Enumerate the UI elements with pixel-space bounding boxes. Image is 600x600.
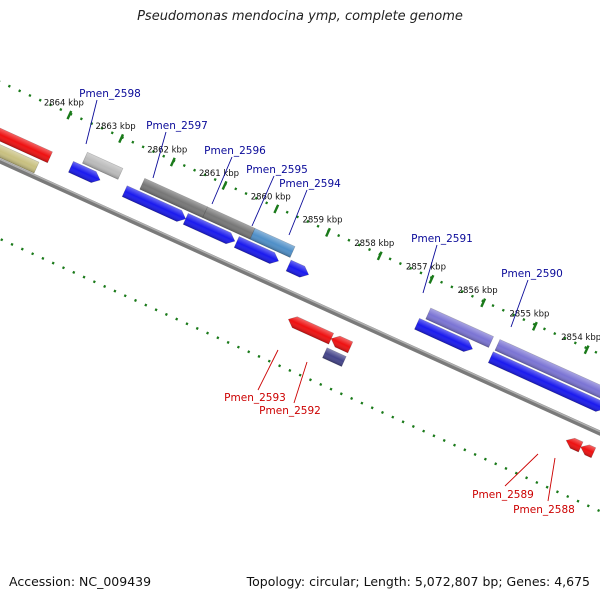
annotation-box-steel-blue[interactable] — [249, 227, 296, 258]
kbp-tick-mark — [583, 345, 590, 355]
gene-label-pmen-2592[interactable]: Pmen_2592 — [259, 361, 321, 417]
gene-feature-pmen-2593[interactable] — [286, 314, 335, 345]
annotation-box-light-gray[interactable] — [82, 151, 124, 180]
gene-label-pmen-2596[interactable]: Pmen_2596 — [204, 145, 266, 205]
gene-label-pmen-2590[interactable]: Pmen_2590 — [501, 268, 563, 328]
gene-label-text: Pmen_2597 — [146, 120, 208, 132]
kbp-tick-label: 2860 kbp — [251, 192, 291, 202]
gene-label-text: Pmen_2593 — [224, 392, 286, 404]
gene-feature-pmen-2598[interactable] — [68, 160, 102, 185]
gene-label-pmen-2595[interactable]: Pmen_2595 — [246, 164, 308, 227]
gene-label-pmen-2588[interactable]: Pmen_2588 — [513, 457, 575, 516]
genome-summary: Topology: circular; Length: 5,072,807 bp… — [246, 574, 590, 589]
gene-feature-pmen-2592-upper[interactable] — [329, 333, 354, 354]
kbp-tick-mark — [325, 227, 331, 237]
kbp-tick-mark — [66, 110, 73, 120]
gene-feature-pmen-2591[interactable] — [414, 317, 476, 354]
kbp-tick-label: 2859 kbp — [302, 216, 342, 226]
kbp-tick-mark — [480, 298, 487, 308]
kbp-tick-mark — [221, 180, 228, 191]
gene-label-pmen-2594[interactable]: Pmen_2594 — [279, 178, 341, 236]
gene-feature-pmen-2590[interactable] — [487, 351, 600, 415]
kbp-tick-label: 2863 kbp — [96, 122, 136, 132]
gene-label-text: Pmen_2591 — [411, 233, 473, 245]
kbp-tick-label: 2862 kbp — [147, 145, 187, 155]
outer-tick-track — [0, 61, 600, 394]
inner-tick-track — [0, 191, 600, 525]
kbp-tick-label: 2857 kbp — [406, 263, 446, 273]
map-title: Pseudomonas mendocina ymp, complete geno… — [137, 9, 463, 24]
gene-label-pmen-2597[interactable]: Pmen_2597 — [146, 120, 208, 179]
kbp-tick-mark — [428, 274, 435, 284]
gene-feature-pmen-2594[interactable] — [285, 259, 311, 280]
kbp-tick-mark — [118, 133, 125, 144]
kbp-tick-label: 2856 kbp — [458, 286, 498, 296]
kbp-tick-mark — [169, 157, 176, 167]
gene-label-text: Pmen_2596 — [204, 145, 266, 157]
gene-feature-partial-olive[interactable] — [0, 134, 40, 174]
gene-label-text: Pmen_2595 — [246, 164, 308, 176]
gene-feature-pmen-2588[interactable] — [578, 442, 597, 459]
kbp-tick-label: 2854 kbp — [561, 333, 600, 343]
gene-label-text: Pmen_2592 — [259, 405, 321, 417]
genome-backbone — [0, 117, 600, 461]
kbp-tick-label: 2864 kbp — [44, 98, 84, 108]
gene-label-pmen-2591[interactable]: Pmen_2591 — [411, 233, 473, 294]
gene-label-pmen-2593[interactable]: Pmen_2593 — [224, 349, 286, 404]
gene-label-pmen-2598[interactable]: Pmen_2598 — [79, 88, 141, 145]
gene-feature-partial-red[interactable] — [0, 116, 53, 164]
kbp-tick-mark — [531, 321, 538, 331]
gene-label-pmen-2589[interactable]: Pmen_2589 — [472, 453, 539, 501]
gene-label-text: Pmen_2598 — [79, 88, 141, 100]
kbp-tick-mark — [376, 251, 383, 261]
accession-text: Accession: NC_009439 — [9, 574, 152, 589]
kbp-tick-mark — [273, 204, 280, 214]
gene-feature-pmen-2589[interactable] — [564, 435, 584, 453]
kbp-tick-label: 2858 kbp — [354, 239, 394, 249]
gene-feature-pmen-2592[interactable] — [322, 347, 347, 367]
gene-feature-pmen-2596[interactable] — [182, 213, 237, 246]
annotation-box-purple[interactable] — [494, 339, 600, 406]
gene-label-text: Pmen_2589 — [472, 489, 534, 501]
annotation-box-purple[interactable] — [425, 307, 494, 348]
gene-label-text: Pmen_2590 — [501, 268, 563, 280]
gene-label-text: Pmen_2588 — [513, 504, 575, 516]
gene-feature-pmen-2597[interactable] — [121, 185, 188, 225]
kbp-tick-label: 2861 kbp — [199, 169, 239, 179]
gene-label-text: Pmen_2594 — [279, 178, 341, 190]
gene-feature-pmen-2595[interactable] — [233, 236, 281, 267]
kbp-tick-label: 2855 kbp — [509, 310, 549, 320]
